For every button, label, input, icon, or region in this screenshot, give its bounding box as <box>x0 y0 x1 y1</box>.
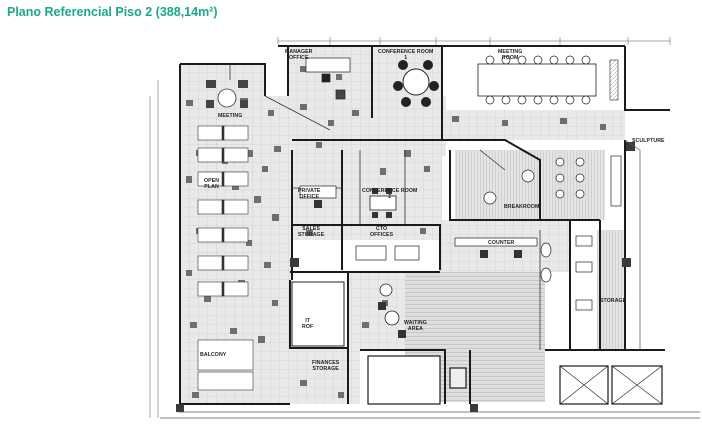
elevator-block <box>367 355 663 405</box>
dimension-lines <box>149 37 671 418</box>
conference-table-2 <box>369 188 397 218</box>
room-storage: STORAGE <box>600 298 627 304</box>
round-meeting-table <box>206 80 248 108</box>
label-sculpture: SCULPTURE <box>632 138 665 144</box>
walls <box>179 45 670 405</box>
columns <box>176 142 635 412</box>
desks <box>197 125 254 391</box>
storage-floor <box>597 230 625 350</box>
cto-desks <box>355 245 420 261</box>
counter <box>454 237 538 258</box>
partitions <box>229 64 541 350</box>
bathroom-fixtures <box>540 235 593 311</box>
meeting-room-table <box>477 55 619 105</box>
facade <box>160 139 700 419</box>
label-counter: COUNTER <box>488 240 515 246</box>
breakroom-tables <box>483 155 622 207</box>
it-room <box>291 281 345 347</box>
manager-desk <box>305 57 351 100</box>
private-office-desk <box>299 185 337 208</box>
label-team-meeting: MEETING <box>218 113 243 119</box>
room-breakroom: BREAKROOM <box>504 204 540 210</box>
label-balcony: BALCONY <box>200 352 227 358</box>
conference-table-1 <box>393 60 439 107</box>
waiting-furniture <box>378 283 406 338</box>
page-title: Plano Referencial Piso 2 (388,14m²) <box>7 5 218 19</box>
